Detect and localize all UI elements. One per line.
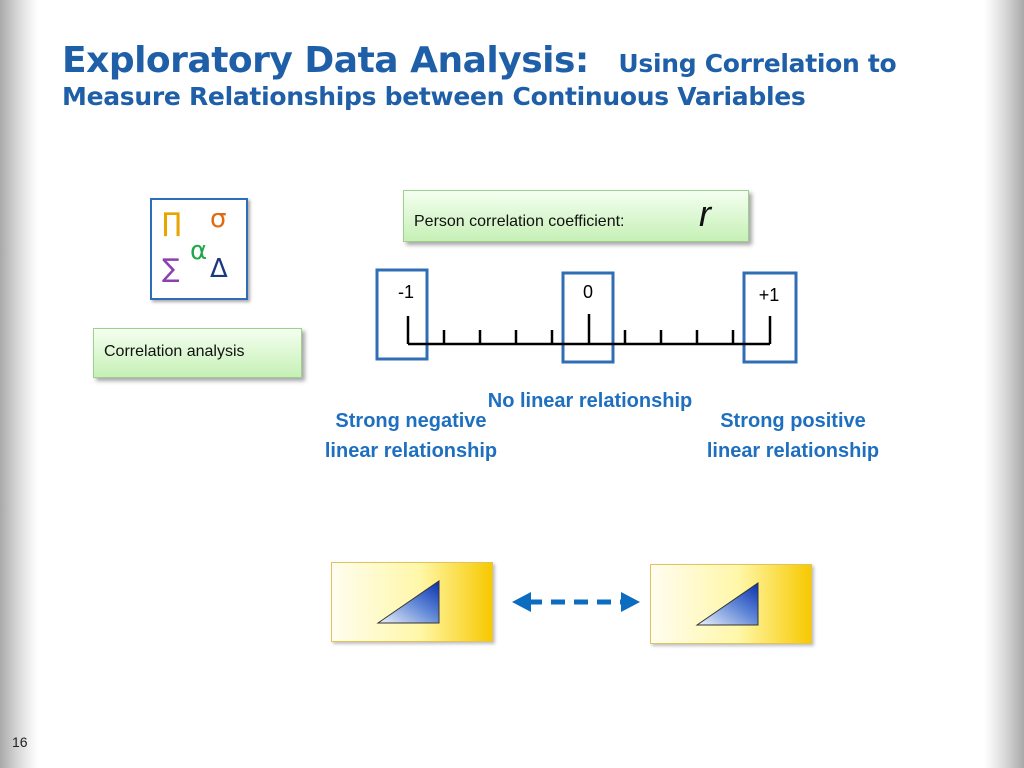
left-triangle-box [331,562,493,642]
neg-highlight-box [375,268,429,361]
strong-positive-line1: Strong positive [720,410,866,432]
sigma-symbol: σ [210,204,227,234]
zero-highlight-box [561,271,615,364]
slide-left-shadow [0,0,38,768]
strong-positive-line2: linear relationship [706,440,880,462]
r-symbol: r [699,193,711,234]
triangle-icon [695,582,759,626]
title-line2: Measure Relationships between Continuous… [62,82,806,112]
scale-label-pos: +1 [759,285,780,305]
scale-label-zero: 0 [583,282,593,302]
strong-negative-line1: Strong negative [335,410,487,432]
arrow-right-head [621,592,640,612]
scale-label-neg: -1 [398,282,414,302]
slide-title: Exploratory Data Analysis: Using Correla… [62,40,962,112]
page-number: 16 [12,734,28,750]
correlation-analysis-label: Correlation analysis [104,343,245,360]
alpha-symbol: α [190,236,208,266]
title-sub: Using Correlation to [618,49,897,78]
pearson-coefficient-label: Person correlation coefficient: [414,213,625,230]
math-symbols-icon: ∏ σ α ∑ Δ [150,198,248,300]
minor-ticks [442,330,735,344]
strong-positive-label: Strong positive linear relationship [688,406,898,466]
triangle-icon [376,580,440,624]
slide-right-shadow [984,0,1024,768]
delta-symbol: Δ [210,254,228,284]
pearson-coefficient-box: Person correlation coefficient: r [403,190,749,242]
sum-symbol: ∑ [162,254,180,284]
strong-negative-line2: linear relationship [324,440,498,462]
pi-symbol: ∏ [162,208,182,238]
title-main: Exploratory Data Analysis: [62,40,589,81]
arrow-left-head [512,592,531,612]
strong-negative-label: Strong negative linear relationship [306,406,516,466]
right-triangle-box [650,564,812,644]
correlation-analysis-box: Correlation analysis [93,328,302,378]
pos-highlight-box [742,271,798,364]
no-linear-relationship-label: No linear relationship [487,390,693,412]
